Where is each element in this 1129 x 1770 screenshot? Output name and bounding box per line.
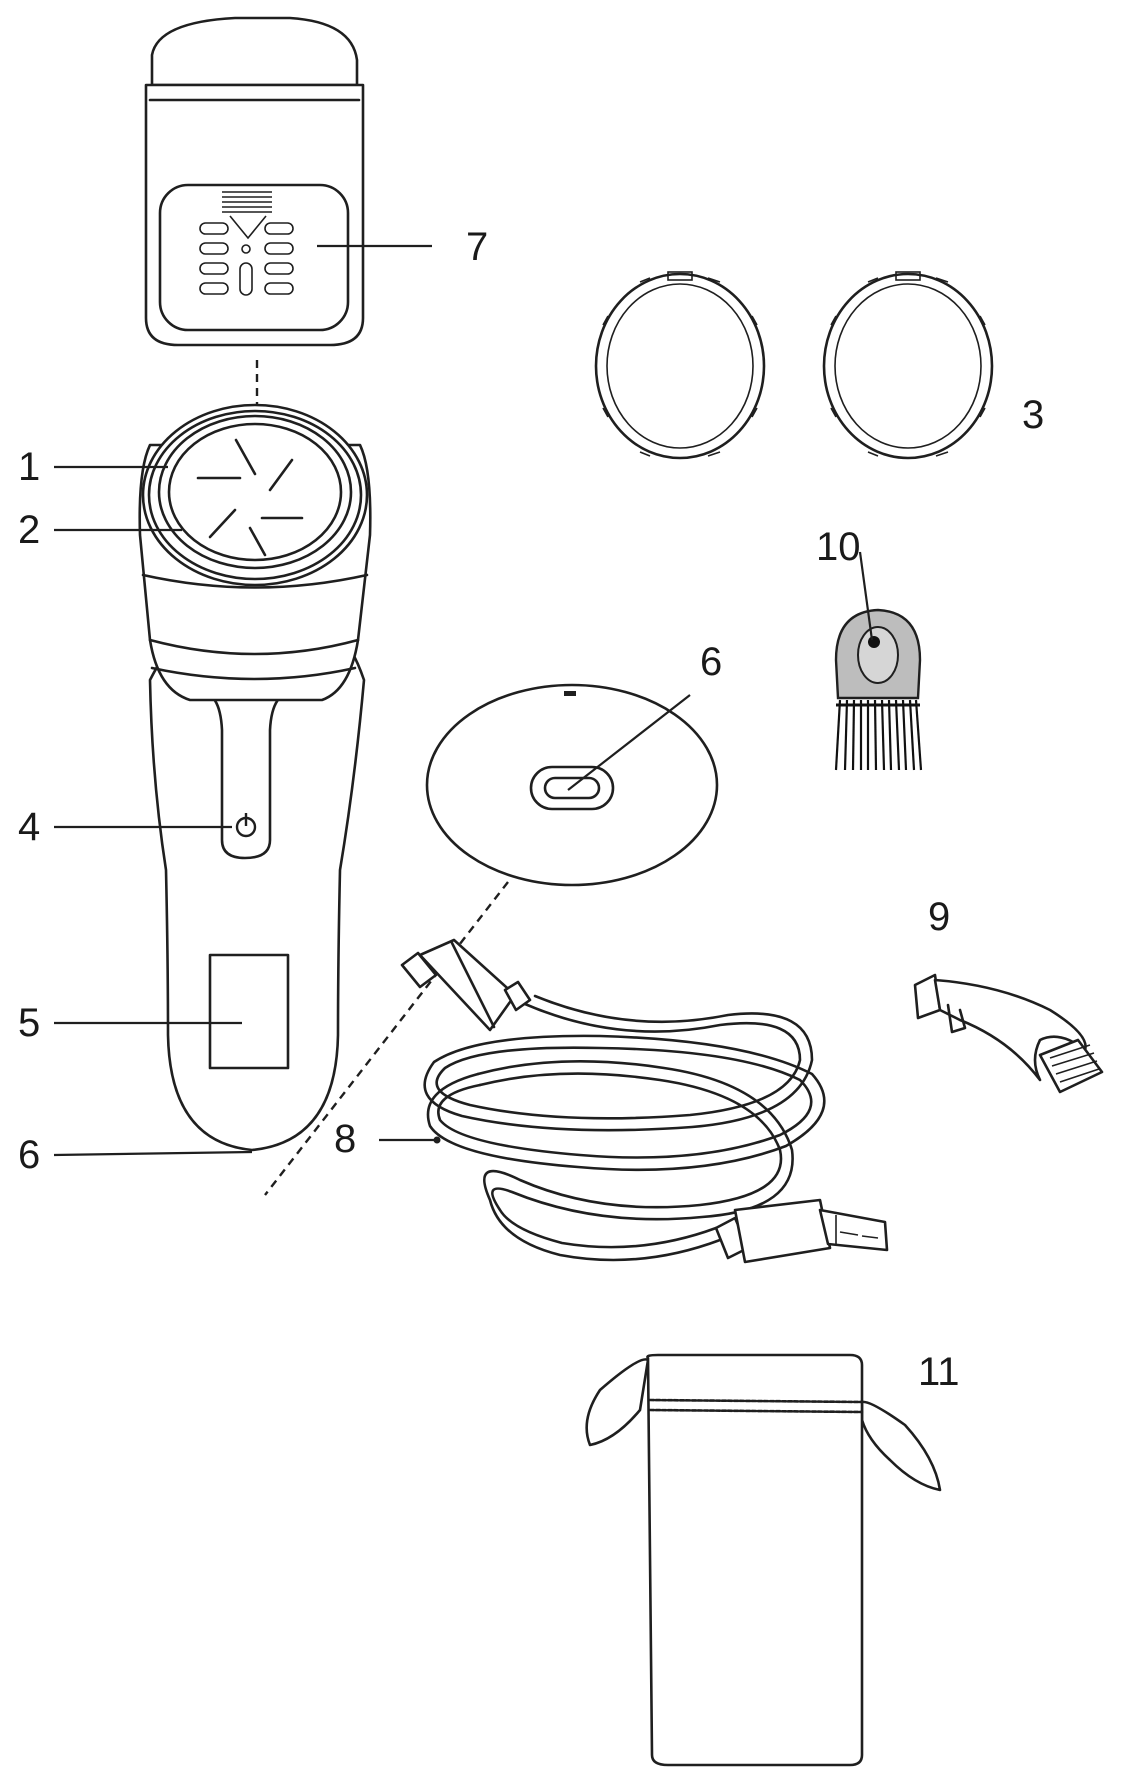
leader-lines: [53, 244, 874, 1157]
callout-8: 8: [334, 1117, 356, 1161]
callout-4: 4: [18, 805, 40, 849]
main-device: [138, 403, 372, 1152]
cleaning-brush: [834, 608, 923, 771]
callout-1: 1: [18, 445, 40, 489]
callout-9: 9: [928, 895, 950, 939]
replacement-ring-left: [594, 271, 766, 460]
cap-vent-slots: [199, 191, 294, 296]
callout-11: 11: [918, 1350, 960, 1394]
power-icon[interactable]: [235, 813, 257, 838]
comb-attachment: [913, 973, 1104, 1094]
callout-2: 2: [18, 508, 40, 552]
charging-base: [425, 683, 719, 887]
base-alignment-dashes: [264, 881, 509, 1196]
callout-10: 10: [816, 525, 861, 569]
callout-5: 5: [18, 1001, 40, 1045]
callout-6-base: 6: [700, 640, 722, 684]
blade-slots: [196, 438, 304, 557]
replacement-ring-right: [822, 271, 994, 460]
callout-6-device: 6: [18, 1133, 40, 1177]
callout-7: 7: [466, 225, 488, 269]
callout-3: 3: [1022, 393, 1044, 437]
usb-cable: [400, 938, 889, 1264]
storage-pouch: [585, 1353, 942, 1767]
display-window: [208, 953, 290, 1070]
protective-cap: [144, 16, 365, 347]
